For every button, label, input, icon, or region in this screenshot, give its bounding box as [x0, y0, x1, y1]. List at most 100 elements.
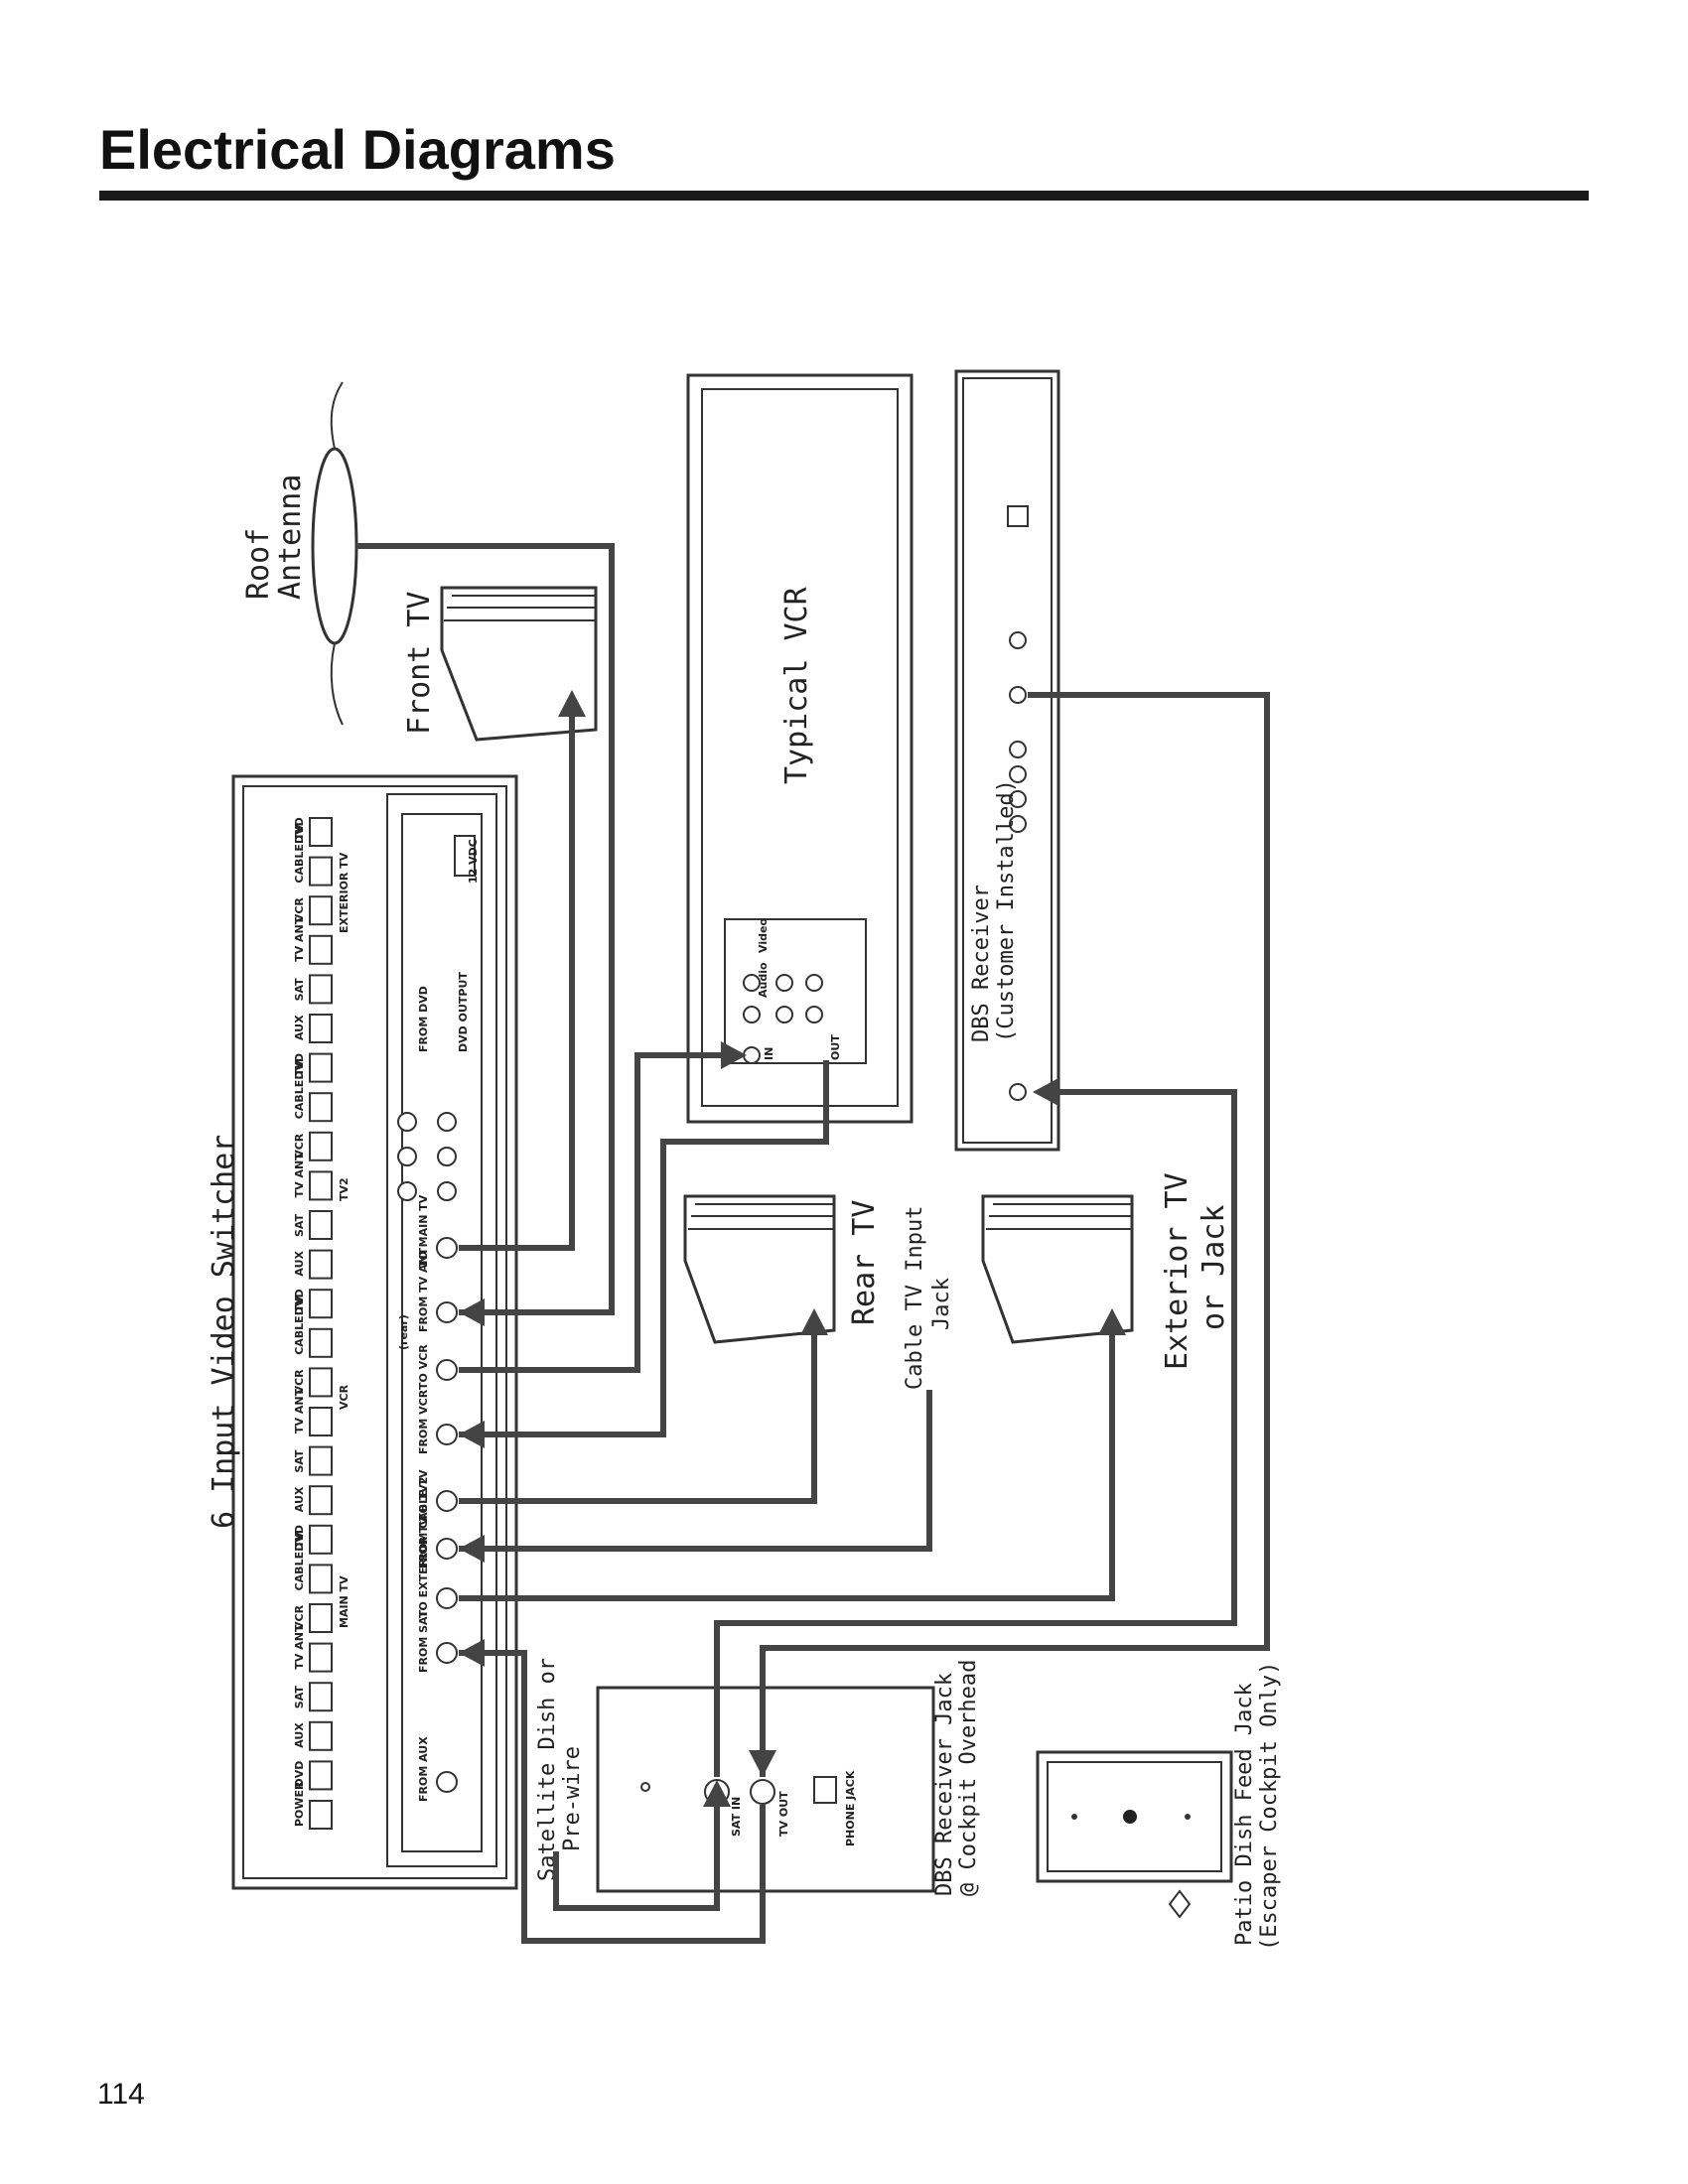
wire-sat: [459, 1650, 766, 1944]
switcher-button-label: DVD: [293, 1761, 306, 1788]
dvd-port: [397, 1147, 417, 1166]
front-tv: [440, 586, 598, 742]
video-switcher: [231, 774, 518, 1890]
switcher-port: [436, 1771, 458, 1793]
front-tv-label: Front TV: [402, 592, 437, 736]
switcher-button: [309, 1367, 333, 1398]
switcher-button-label: TV ANT: [293, 916, 306, 962]
dbs-receiver: [954, 369, 1060, 1152]
switcher-port: [436, 1424, 458, 1445]
switcher-button: [309, 1642, 333, 1673]
wire-dish: [553, 1805, 720, 1911]
dbs-receiver-label-1: DBS Receiver: [969, 885, 994, 1042]
switcher-button: [309, 1407, 333, 1436]
switcher-port-label: TO TV2: [417, 1477, 430, 1521]
switcher-button: [309, 1289, 333, 1319]
switcher-button-label: DVD: [293, 1053, 306, 1080]
switcher-button: [309, 1720, 333, 1751]
switcher-port-label: TO EXTERIOR TV: [417, 1517, 430, 1618]
page-number: 114: [97, 2078, 145, 2111]
switcher-button: [309, 1760, 333, 1791]
switcher-button-label: CABLE TV: [293, 1059, 306, 1119]
switcher-button-label: SAT: [293, 1213, 306, 1237]
switcher-port: [436, 1359, 458, 1381]
switcher-button: [309, 1014, 333, 1043]
switcher-button: [309, 1564, 333, 1594]
wire-cable: [459, 1390, 932, 1552]
switcher-button: [309, 1052, 333, 1083]
switcher-port: [436, 1237, 458, 1259]
roof-antenna-label-2: Antenna: [273, 475, 308, 600]
switcher-button-label: SAT: [293, 978, 306, 1002]
switcher-group-label: EXTERIOR TV: [338, 852, 351, 933]
switcher-port-label: FROM SAT: [417, 1609, 430, 1673]
switcher-button: [309, 1170, 333, 1201]
wall-plate-tv: TV OUT: [777, 1791, 790, 1837]
vcr: [686, 373, 914, 1124]
switcher-button-label: AUX: [293, 1722, 306, 1748]
wire-to-vcr: [459, 1052, 730, 1373]
switcher-button-label: CABLE TV: [293, 1532, 306, 1591]
switcher-button: [309, 1524, 333, 1555]
wire-rear-tv: [459, 1320, 817, 1504]
patio-dish-label-1: Patio Dish Feed Jack: [1232, 1683, 1257, 1946]
switcher-group-label: MAIN TV: [338, 1575, 351, 1628]
patio-dish-jack: [1036, 1750, 1233, 1919]
wire-exterior-tv: [459, 1320, 1115, 1601]
switcher-button: [309, 1210, 333, 1240]
cable-tv-input-label-1: Cable TV Input: [903, 1206, 927, 1390]
roof-antenna: [311, 381, 358, 726]
switcher-button: [309, 1445, 333, 1476]
vcr-video-label: Video: [757, 918, 770, 953]
switcher-port: [436, 1538, 458, 1560]
power-jack: [454, 835, 476, 877]
switcher-port: [436, 1587, 458, 1609]
switcher-group-label: VCR: [338, 1384, 351, 1410]
wire-dbs-out: [760, 692, 1270, 1777]
switcher-button: [309, 1682, 333, 1712]
switcher-button-label: CABLE TV: [293, 824, 306, 884]
wire-from-vcr: [459, 1060, 829, 1437]
switcher-button-label: TV ANT: [293, 1388, 306, 1433]
satellite-dish-label-1: Satellite Dish or: [535, 1658, 560, 1881]
switcher-button-label: DVD: [293, 817, 306, 844]
switcher-group-label: TV2: [338, 1177, 351, 1201]
switcher-button-label: TV ANT: [293, 1153, 306, 1198]
switcher-button-label: VCR: [293, 1133, 306, 1159]
dvd-output-label: DVD OUTPUT: [457, 972, 470, 1052]
dvd-inputs-label: FROM DVD: [417, 986, 430, 1052]
title-rule: [99, 191, 1589, 201]
dvd-port: [437, 1112, 457, 1132]
switcher-button-label: VCR: [293, 897, 306, 923]
dvd-port: [397, 1112, 417, 1132]
switcher-button-label: VCR: [293, 1369, 306, 1395]
switcher-button-label: POWER: [293, 1781, 306, 1827]
dvd-port: [437, 1147, 457, 1166]
dvd-port: [397, 1181, 417, 1201]
vcr-in-label: IN: [763, 1047, 775, 1060]
wire-dbs-in: [714, 1089, 1237, 1777]
switcher-button: [309, 1131, 333, 1161]
switcher-button: [309, 895, 333, 926]
switcher-port-label: FROM TV ANT: [417, 1247, 430, 1332]
dvd-port: [437, 1181, 457, 1201]
power-label: 12 VDC: [467, 839, 480, 884]
rear-tag: (rear): [397, 1314, 410, 1350]
vcr-label: Typical VCR: [779, 586, 814, 784]
exterior-tv-label-1: Exterior TV: [1160, 1172, 1195, 1370]
vcr-panel: [724, 918, 867, 1064]
page-title: Electrical Diagrams: [99, 118, 616, 181]
switcher-button: [309, 934, 333, 965]
exterior-tv: [981, 1194, 1134, 1344]
switcher-port: [436, 1301, 458, 1323]
switcher-port-label: TO VCR: [417, 1344, 430, 1390]
switcher-button: [309, 1327, 333, 1358]
satellite-dish-label-2: Pre-wire: [560, 1746, 585, 1851]
vcr-audio-label: Audio: [757, 962, 770, 998]
switcher-port: [436, 1642, 458, 1664]
switcher-button-label: TV ANT: [293, 1624, 306, 1670]
switcher-button: [309, 1800, 333, 1830]
rear-tv: [683, 1194, 836, 1344]
